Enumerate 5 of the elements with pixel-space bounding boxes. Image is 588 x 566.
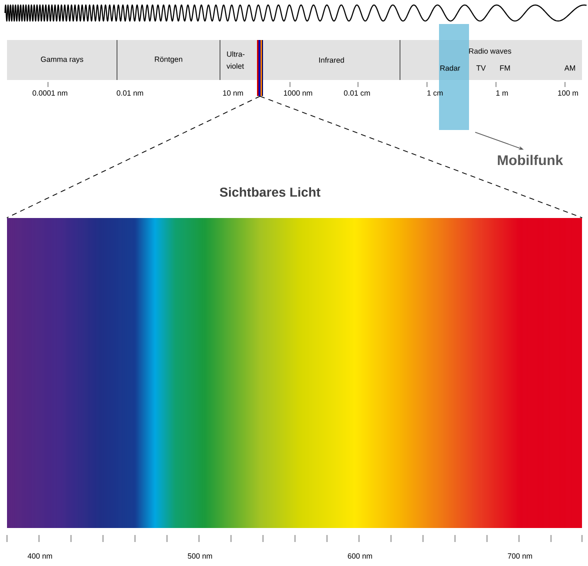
zoom-line	[6, 96, 260, 218]
callout-text: Mobilfunk	[498, 154, 564, 166]
heading: Sichtbares Licht	[220, 187, 320, 197]
visible-light-stripe	[257, 40, 263, 96]
zoom-line	[260, 96, 583, 218]
